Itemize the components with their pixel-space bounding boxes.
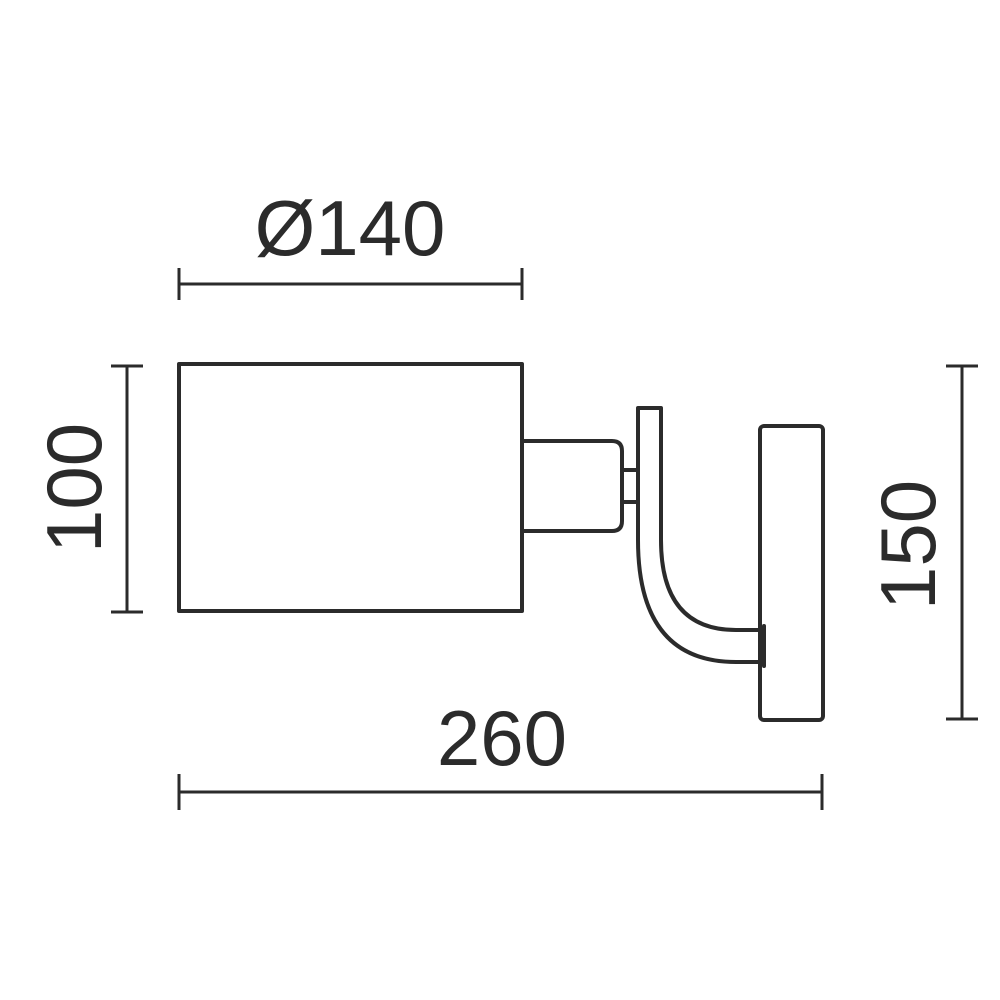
socket-holder <box>520 439 624 533</box>
dimension-shade-diameter: Ø140 <box>177 184 524 300</box>
dimension-backplate-height: 150 <box>864 364 978 721</box>
dimension-overall-length: 260 <box>177 694 824 810</box>
connector-nut <box>620 468 640 504</box>
shade-height-label: 100 <box>30 423 118 553</box>
dimension-shade-height: 100 <box>30 364 143 614</box>
curved-arm <box>636 406 762 664</box>
shade-diameter-label: Ø140 <box>255 184 446 272</box>
overall-length-label: 260 <box>437 694 567 782</box>
backplate-height-label: 150 <box>864 480 952 610</box>
wall-backplate <box>758 424 825 722</box>
lamp-shade <box>177 362 524 613</box>
